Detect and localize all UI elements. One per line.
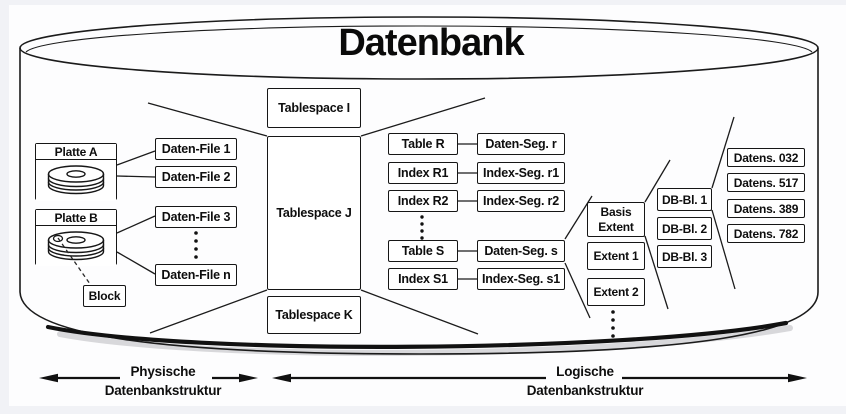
daten-file-1-box: Daten-File 1 (155, 138, 237, 160)
disk-platter-icon (47, 165, 105, 195)
disk-a-box: Platte A (35, 143, 117, 201)
extent-1-box: Extent 1 (587, 242, 645, 270)
daten-file-n-box: Daten-File n (155, 264, 237, 286)
ellipsis-dots-icon (194, 215, 615, 338)
disk-b-box: Platte B (35, 209, 117, 266)
db-block-2-box: DB-Bl. 2 (657, 217, 712, 240)
daten-seg-s-box: Daten-Seg. s (477, 240, 565, 262)
record-032-box: Datens. 032 (727, 148, 805, 167)
record-517-box: Datens. 517 (727, 173, 805, 192)
index-s1-box: Index S1 (388, 268, 458, 290)
connector-lines (116, 143, 477, 280)
legend-logical-line1: Logische (556, 364, 614, 379)
disk-platter-block-icon (47, 231, 105, 260)
basis-extent-line2: Extent (598, 219, 634, 234)
legend-physical-structure: Physische Datenbankstruktur (78, 362, 248, 400)
basis-extent-line1: Basis (600, 205, 632, 219)
tablespace-i-box: Tablespace I (267, 88, 361, 128)
table-s-box: Table S (388, 240, 458, 262)
legend-physical-line1: Physische (130, 364, 196, 379)
disk-b-label: Platte B (36, 210, 116, 226)
legend-logical-line2: Datenbankstruktur (526, 383, 644, 398)
index-seg-r2-box: Index-Seg. r2 (477, 190, 565, 212)
index-r2-box: Index R2 (388, 190, 458, 212)
block-box: Block (83, 285, 126, 307)
index-seg-s1-box: Index-Seg. s1 (477, 268, 565, 290)
table-r-box: Table R (388, 133, 458, 155)
db-block-1-box: DB-Bl. 1 (657, 188, 712, 211)
fan-lines (147, 97, 736, 335)
index-r1-box: Index R1 (388, 162, 458, 184)
tablespace-j-box: Tablespace J (267, 136, 361, 290)
legend-arrows (39, 373, 807, 383)
legend-physical-line2: Datenbankstruktur (104, 383, 222, 398)
daten-file-2-box: Daten-File 2 (155, 166, 237, 188)
daten-seg-r-box: Daten-Seg. r (477, 133, 565, 155)
record-782-box: Datens. 782 (727, 224, 805, 243)
database-title: Datenbank (338, 21, 524, 64)
tablespace-k-box: Tablespace K (267, 296, 361, 334)
disk-a-label: Platte A (36, 144, 116, 160)
record-389-box: Datens. 389 (727, 199, 805, 218)
basis-extent-box: Basis Extent (587, 202, 645, 237)
legend-logical-structure: Logische Datenbankstruktur (495, 362, 675, 400)
index-seg-r1-box: Index-Seg. r1 (477, 162, 565, 184)
daten-file-3-box: Daten-File 3 (155, 206, 237, 228)
extent-2-box: Extent 2 (587, 278, 645, 306)
database-cylinder-icon (19, 16, 819, 356)
db-block-3-box: DB-Bl. 3 (657, 245, 712, 268)
